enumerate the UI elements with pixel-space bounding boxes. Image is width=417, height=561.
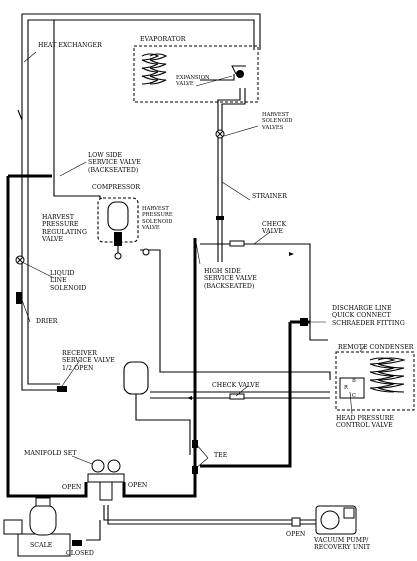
label-check-valve-top: CHECK VALVE [262,221,287,236]
label-high-side-service-valve: HIGH SIDE SERVICE VALVE (BACKSEATED) [204,268,257,290]
label-drier: DRIER [36,318,58,325]
thick-gauge-lines [6,174,310,498]
label-low-side-service-valve: LOW SIDE SERVICE VALVE (BACKSEATED) [88,152,141,174]
label-tee: TEE [214,452,228,459]
vacuum-pump [291,505,357,535]
label-head-pressure-control-valve: HEAD PRESSURE CONTROL VALVE [336,415,395,430]
label-closed: CLOSED [66,550,94,557]
label-strainer: STRAINER [252,193,287,200]
label-expansion-valve: EXPANSION VALVE [176,75,210,88]
label-remote-condenser: REMOTE CONDENSER [338,344,414,351]
evaporator-unit [133,45,259,103]
thin-refrigerant-lines [17,13,331,541]
label-vacuum-pump: VACUUM PUMP/ RECOVERY UNIT [314,537,371,552]
label-evaporator: EVAPORATOR [140,36,186,43]
label-open-right: OPEN [128,482,148,489]
label-valve-b: B [352,378,356,384]
scale-and-tank [3,497,82,557]
label-manifold-set: MANIFOLD SET [24,450,77,457]
label-heat-exchanger: HEAT EXCHANGER [38,42,102,49]
label-check-valve-mid: CHECK VALVE [212,382,260,389]
remote-condenser-unit [335,351,415,411]
label-harvest-solenoid-valves: HARVEST SOLENOID VALVES [262,112,293,131]
valve-symbols [16,216,308,474]
label-liquid-line-solenoid: LIQUID LINE SOLENOID [50,270,87,292]
manifold-set [87,459,125,501]
label-open-pump: OPEN [286,531,306,538]
label-valve-c: C [352,393,357,399]
label-open-left: OPEN [62,484,82,491]
flow-arrows [187,252,294,400]
label-receiver-service-valve: RECEIVER SERVICE VALVE 1/2 OPEN [62,350,115,372]
label-harvest-pressure-regulating-valve: HARVEST PRESSURE REGULATING VALVE [42,214,87,244]
solenoid-marks [15,129,225,265]
leader-lines [21,51,365,469]
receiver-tank [123,361,149,395]
label-scale: SCALE [30,542,53,549]
label-compressor: COMPRESSOR [92,184,141,191]
label-discharge-line: DISCHARGE LINE QUICK CONNECT SCHRAEDER F… [332,305,405,327]
compressor-unit [97,197,139,246]
label-harvest-pressure-solenoid-valve: HARVEST PRESSURE SOLENOID VALVE [142,206,173,232]
label-valve-r: R [344,385,348,391]
